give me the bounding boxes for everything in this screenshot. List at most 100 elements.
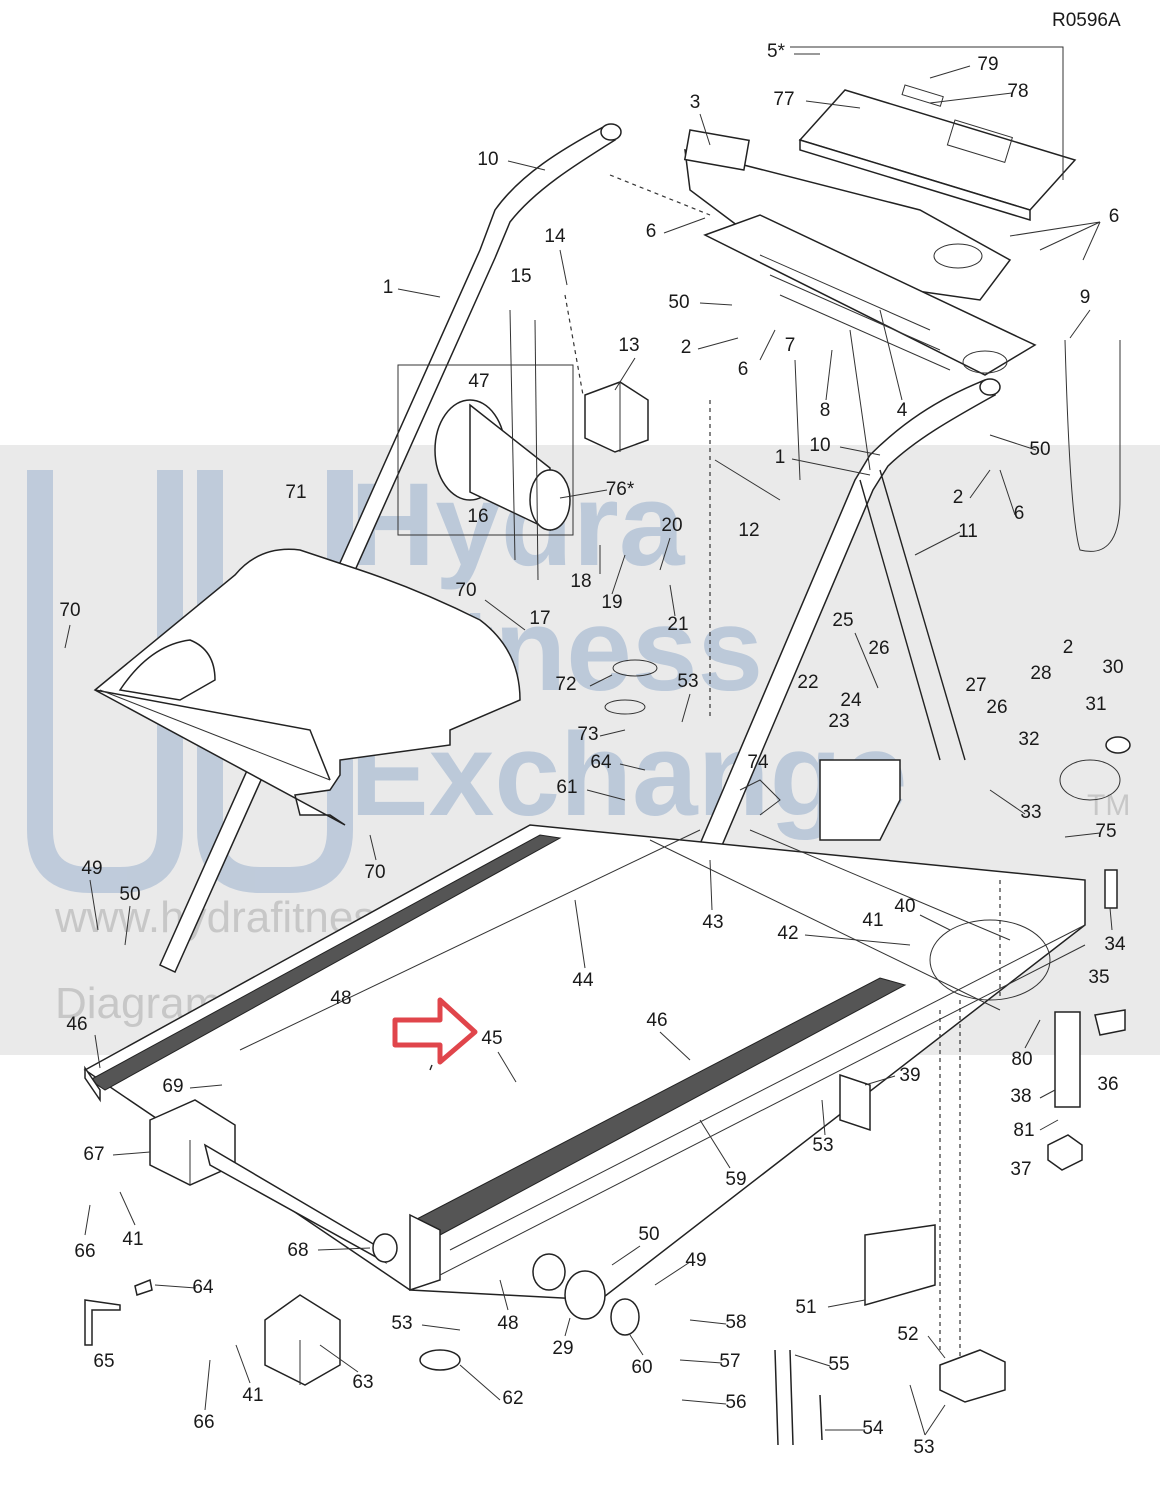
part-label-7: 7 — [785, 335, 796, 356]
part-label-53: 53 — [391, 1313, 412, 1334]
part-label-45: 45 — [481, 1028, 502, 1049]
part-label-56: 56 — [725, 1392, 746, 1413]
part-label-75: 75 — [1095, 821, 1116, 842]
part-label-23: 23 — [828, 711, 849, 732]
part-label-40: 40 — [894, 896, 915, 917]
rod-54 — [819, 1394, 823, 1441]
part-label-53: 53 — [812, 1135, 833, 1156]
part-label-8: 8 — [820, 400, 831, 421]
part-label-47: 47 — [468, 371, 489, 392]
part-label-1: 1 — [775, 447, 786, 468]
clip-64 — [134, 1278, 153, 1296]
lift-post-38 — [1054, 1011, 1081, 1108]
part-label-79: 79 — [977, 54, 998, 75]
part-label-49: 49 — [685, 1250, 706, 1271]
part-label-34: 34 — [1104, 934, 1126, 955]
part-label-25: 25 — [832, 610, 853, 631]
part-label-66: 66 — [193, 1412, 214, 1433]
part-label-66: 66 — [74, 1241, 95, 1262]
part-label-73: 73 — [577, 724, 598, 745]
part-label-57: 57 — [719, 1351, 740, 1372]
part-label-50: 50 — [119, 884, 140, 905]
part-label-35: 35 — [1088, 967, 1109, 988]
part-label-68: 68 — [287, 1240, 308, 1261]
treadmill-frame — [83, 759, 1086, 1380]
part-label-74: 74 — [747, 752, 769, 773]
part-label-31: 31 — [1085, 694, 1106, 715]
part-label-39: 39 — [899, 1065, 920, 1086]
part-label-81: 81 — [1013, 1120, 1034, 1141]
part-label-41: 41 — [122, 1229, 143, 1250]
part-label-2: 2 — [953, 487, 964, 508]
motor-assembly — [397, 294, 649, 581]
part-label-51: 51 — [795, 1297, 816, 1318]
part-label-10: 10 — [809, 435, 830, 456]
rod-55a — [774, 1349, 779, 1446]
part-label-70: 70 — [455, 580, 476, 601]
part-label-43: 43 — [702, 912, 723, 933]
part-label-69: 69 — [162, 1076, 183, 1097]
part-label-61: 61 — [556, 777, 577, 798]
console-tray — [683, 129, 750, 171]
part-label-14: 14 — [544, 226, 566, 247]
part-label-41: 41 — [242, 1385, 263, 1406]
part-label-36: 36 — [1097, 1074, 1118, 1095]
part-label-72: 72 — [555, 674, 576, 695]
part-label-1: 1 — [383, 277, 394, 298]
left-upright-tube — [159, 123, 616, 974]
console-overlay-edge — [799, 138, 1031, 222]
part-label-6: 6 — [738, 359, 749, 380]
part-label-2: 2 — [1063, 637, 1074, 658]
part-label-19: 19 — [601, 592, 622, 613]
part-label-70: 70 — [59, 600, 80, 621]
part-label-10: 10 — [477, 149, 498, 170]
power-cord-plug — [1105, 736, 1131, 754]
part-label-65: 65 — [93, 1351, 114, 1372]
part-label-67: 67 — [83, 1144, 104, 1165]
transformer-52 — [939, 1349, 1006, 1403]
part-label-48: 48 — [330, 988, 351, 1009]
part-label-55: 55 — [828, 1354, 849, 1375]
part-label-71: 71 — [285, 482, 306, 503]
motor-controller-box — [264, 1294, 341, 1386]
watermark-tm: TM — [1087, 789, 1130, 822]
part-label-77: 77 — [773, 89, 794, 110]
part-label-26: 26 — [986, 697, 1007, 718]
console-assembly — [609, 46, 1077, 720]
part-label-42: 42 — [777, 923, 798, 944]
part-label-2: 2 — [681, 337, 692, 358]
part-label-46: 46 — [66, 1014, 87, 1035]
part-label-46: 46 — [646, 1010, 667, 1031]
part-label-58: 58 — [725, 1312, 746, 1333]
part-label-80: 80 — [1011, 1049, 1032, 1070]
motor-hood — [93, 548, 521, 826]
part-label-32: 32 — [1018, 729, 1039, 750]
part-label-76star: 76* — [606, 479, 635, 500]
part-label-29: 29 — [552, 1338, 573, 1359]
part-label-15: 15 — [510, 266, 531, 287]
part-label-33: 33 — [1020, 802, 1041, 823]
part-label-4: 4 — [897, 400, 908, 421]
highlight-arrow — [392, 997, 478, 1065]
part-label-78: 78 — [1007, 81, 1028, 102]
part-label-50: 50 — [638, 1224, 659, 1245]
part-label-50: 50 — [668, 292, 689, 313]
part-label-17: 17 — [529, 608, 550, 629]
part-label-6: 6 — [1109, 206, 1120, 227]
diagram-code: R0596A — [1052, 10, 1121, 31]
part-label-13: 13 — [618, 335, 639, 356]
front-rail-end — [409, 1213, 441, 1292]
part-label-9: 9 — [1080, 287, 1091, 308]
motor-bracket — [584, 381, 649, 453]
part-label-21: 21 — [667, 614, 688, 635]
part-label-26: 26 — [868, 638, 889, 659]
part-label-48: 48 — [497, 1313, 518, 1334]
lower-parts — [84, 339, 1131, 1446]
part-label-54: 54 — [862, 1418, 884, 1439]
bracket-36 — [1094, 1009, 1126, 1036]
left-foot-rail-grate — [89, 834, 562, 1091]
part-label-12: 12 — [738, 520, 759, 541]
part-label-18: 18 — [570, 571, 591, 592]
part-label-60: 60 — [631, 1357, 652, 1378]
